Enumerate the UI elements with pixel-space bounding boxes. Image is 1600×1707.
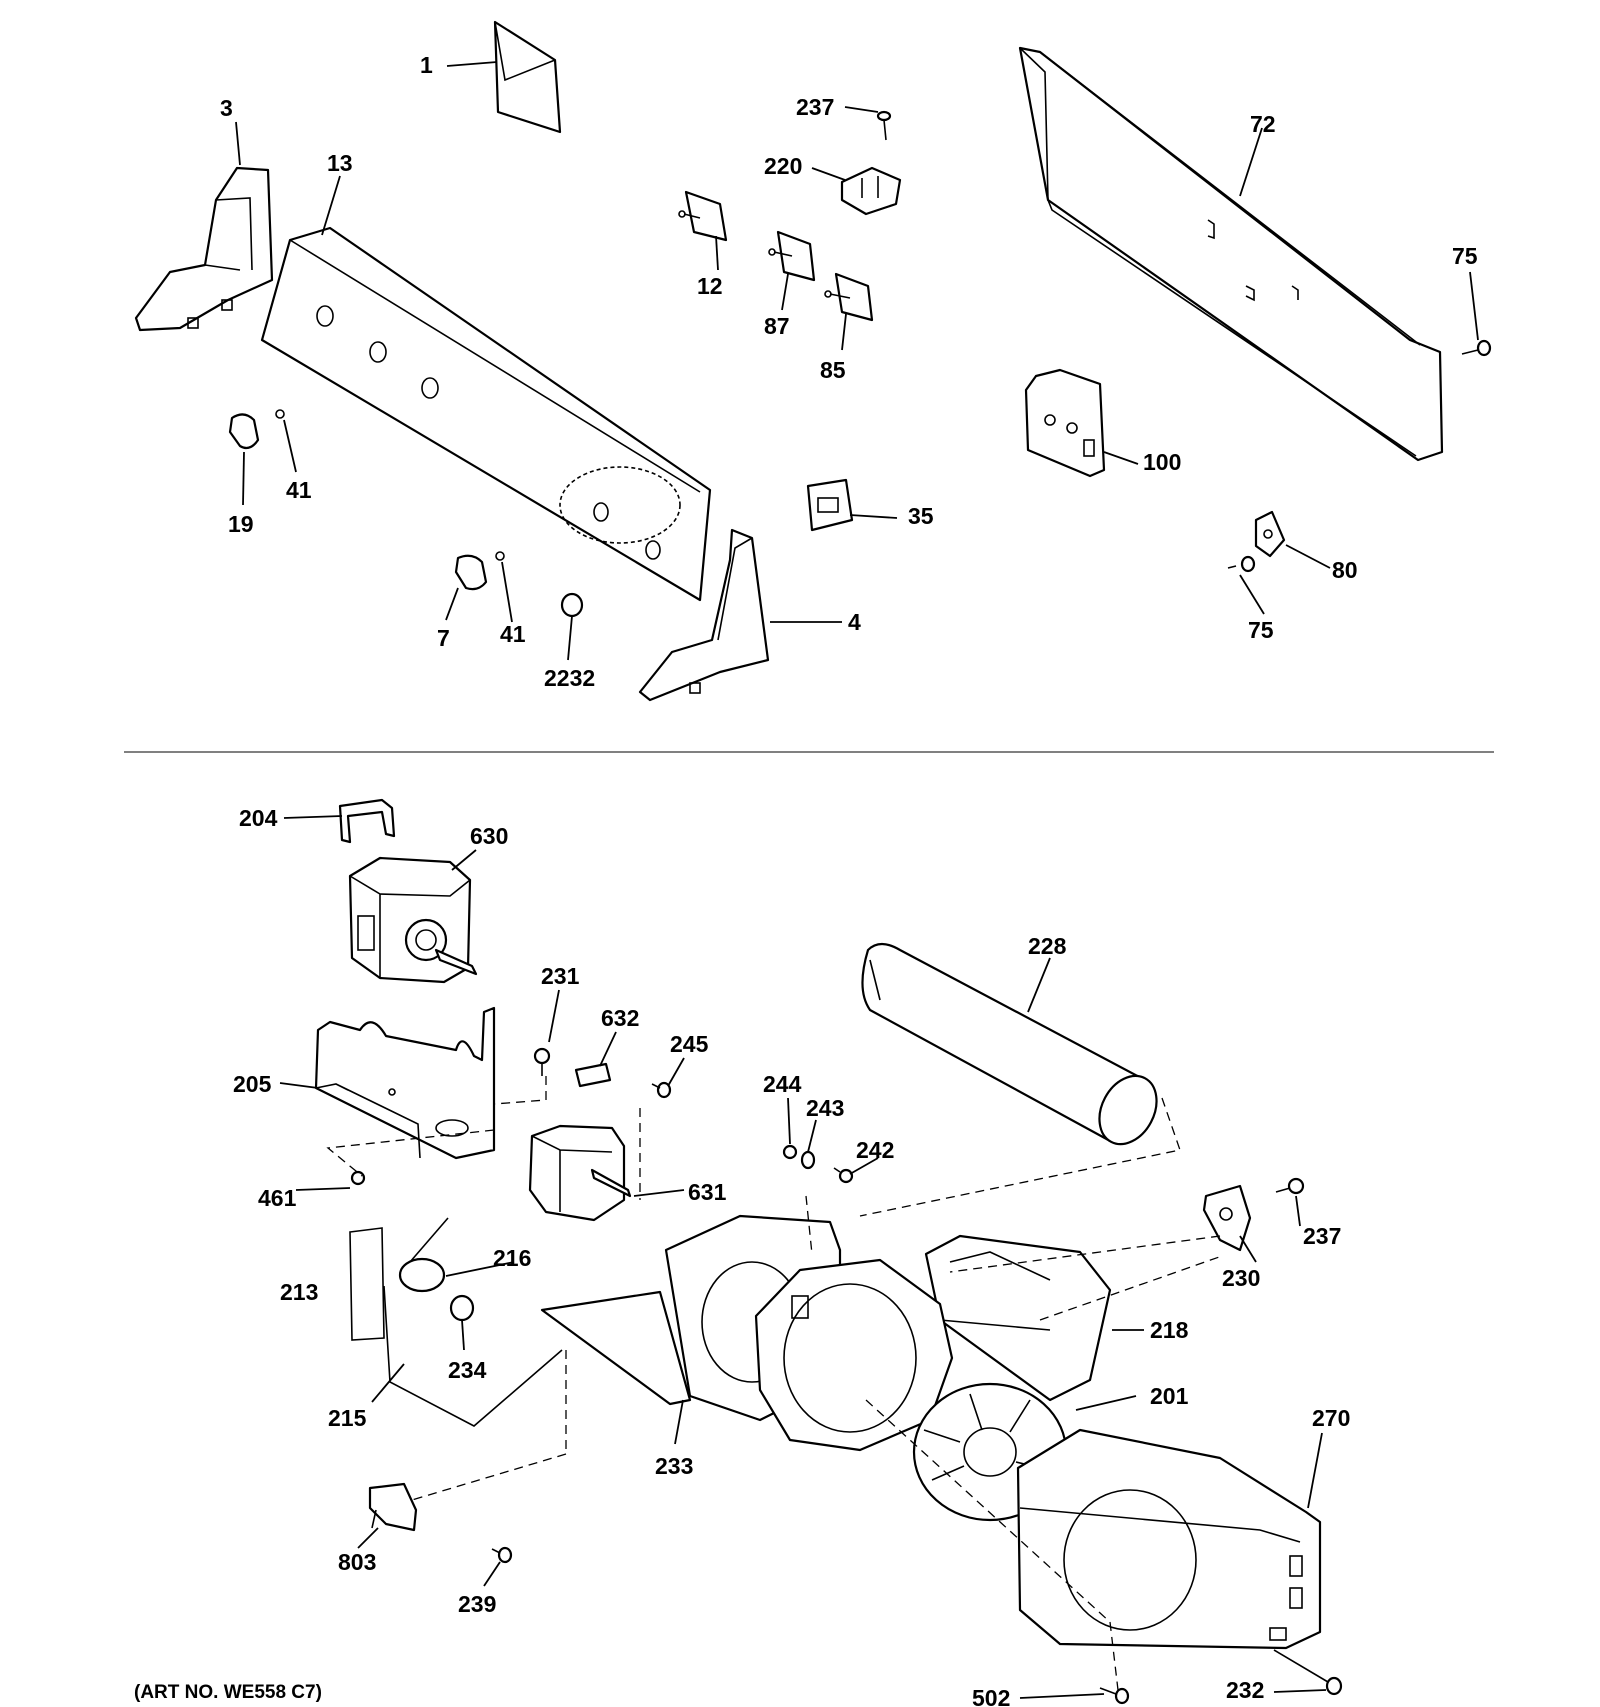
part-35-switch bbox=[806, 478, 854, 532]
label-201: 201 bbox=[1150, 1383, 1189, 1409]
part-461-screw bbox=[350, 1170, 366, 1186]
part-630-drive-motor bbox=[348, 856, 478, 984]
label-242: 242 bbox=[856, 1137, 894, 1163]
label-632: 632 bbox=[601, 1005, 639, 1031]
assembly-dashes bbox=[326, 1076, 1223, 1691]
label-239: 239 bbox=[458, 1591, 496, 1617]
part-205-motor-bracket bbox=[314, 1006, 496, 1160]
label-461: 461 bbox=[258, 1185, 297, 1211]
label-75a: 75 bbox=[1452, 243, 1478, 269]
part-216-idler-pulley bbox=[398, 1217, 449, 1293]
label-2232: 2232 bbox=[544, 665, 595, 691]
label-233: 233 bbox=[655, 1453, 693, 1479]
label-35: 35 bbox=[908, 503, 934, 529]
label-87: 87 bbox=[764, 313, 790, 339]
part-3-left-end-cap bbox=[134, 166, 274, 332]
part-19-knob bbox=[228, 409, 285, 450]
part-204-clip bbox=[338, 798, 396, 844]
part-4-right-end-cap bbox=[638, 528, 770, 702]
label-3: 3 bbox=[220, 95, 233, 121]
label-85: 85 bbox=[820, 357, 846, 383]
part-244-nut bbox=[782, 1144, 798, 1160]
label-234: 234 bbox=[448, 1357, 487, 1383]
part-233-support-bracket bbox=[540, 1290, 692, 1406]
label-80: 80 bbox=[1332, 557, 1358, 583]
label-245: 245 bbox=[670, 1031, 709, 1057]
part-245-screw bbox=[651, 1081, 672, 1099]
label-1: 1 bbox=[420, 52, 433, 78]
part-1-literature bbox=[493, 20, 562, 134]
part-213-belt bbox=[349, 1227, 385, 1341]
label-230: 230 bbox=[1222, 1265, 1260, 1291]
label-213: 213 bbox=[280, 1279, 318, 1305]
label-7: 7 bbox=[437, 625, 450, 651]
part-502-screw bbox=[1099, 1687, 1130, 1705]
label-72: 72 bbox=[1250, 111, 1276, 137]
label-13: 13 bbox=[327, 150, 353, 176]
top-leaders bbox=[235, 61, 1479, 661]
label-100: 100 bbox=[1143, 449, 1181, 475]
label-215: 215 bbox=[328, 1405, 367, 1431]
part-237-screw-bottom bbox=[1275, 1177, 1305, 1195]
part-803-switch bbox=[368, 1482, 418, 1532]
label-205: 205 bbox=[233, 1071, 272, 1097]
label-231: 231 bbox=[541, 963, 580, 989]
part-237-screw-top bbox=[876, 110, 892, 141]
part-85-switch bbox=[824, 272, 874, 322]
art-number: (ART NO. WE558 C7) bbox=[134, 1682, 322, 1703]
part-labels: 1 3 13 237 220 12 87 85 72 75 100 35 80 … bbox=[134, 52, 1478, 1707]
label-220: 220 bbox=[764, 153, 802, 179]
label-228: 228 bbox=[1028, 933, 1067, 959]
label-41b: 41 bbox=[500, 621, 526, 647]
label-631: 631 bbox=[688, 1179, 727, 1205]
label-237-top: 237 bbox=[796, 94, 834, 120]
part-231-screw bbox=[533, 1047, 551, 1076]
part-239-screw bbox=[491, 1546, 513, 1564]
label-232: 232 bbox=[1226, 1677, 1264, 1703]
part-75-screw-b bbox=[1227, 555, 1256, 573]
part-232-screw bbox=[1273, 1649, 1343, 1696]
part-13-control-panel bbox=[260, 226, 712, 602]
part-87-switch bbox=[768, 230, 816, 282]
label-75b: 75 bbox=[1248, 617, 1274, 643]
part-234-idler-wheel bbox=[449, 1294, 475, 1322]
part-72-backsplash bbox=[1018, 46, 1444, 462]
label-204: 204 bbox=[239, 805, 278, 831]
bottom-leaders bbox=[279, 815, 1327, 1699]
label-41a: 41 bbox=[286, 477, 312, 503]
label-630: 630 bbox=[470, 823, 508, 849]
part-80-clip bbox=[1254, 510, 1286, 558]
part-100-control-board bbox=[1024, 368, 1106, 478]
label-4: 4 bbox=[848, 609, 861, 635]
part-7-knob bbox=[454, 551, 584, 618]
part-215-idler-arm bbox=[383, 1285, 563, 1427]
label-12: 12 bbox=[697, 273, 723, 299]
part-75-screw-a bbox=[1461, 339, 1492, 357]
label-270: 270 bbox=[1312, 1405, 1350, 1431]
part-243-washer bbox=[800, 1150, 816, 1170]
part-12-switch bbox=[678, 190, 728, 242]
part-632-capacitor bbox=[574, 1062, 612, 1088]
label-216: 216 bbox=[493, 1245, 531, 1271]
label-237-bottom: 237 bbox=[1303, 1223, 1341, 1249]
part-228-exhaust-duct bbox=[861, 942, 1158, 1146]
label-502: 502 bbox=[972, 1685, 1010, 1707]
part-220-terminal-block bbox=[840, 166, 902, 216]
label-19: 19 bbox=[228, 511, 254, 537]
part-270-front-duct bbox=[1016, 1428, 1322, 1650]
label-803: 803 bbox=[338, 1549, 376, 1575]
label-243: 243 bbox=[806, 1095, 844, 1121]
part-201-blower-housing bbox=[754, 1258, 954, 1452]
label-244: 244 bbox=[763, 1071, 802, 1097]
part-631-timer bbox=[528, 1124, 632, 1222]
label-218: 218 bbox=[1150, 1317, 1189, 1343]
part-230-thermostat bbox=[1202, 1184, 1252, 1252]
part-242-screw bbox=[833, 1167, 854, 1184]
